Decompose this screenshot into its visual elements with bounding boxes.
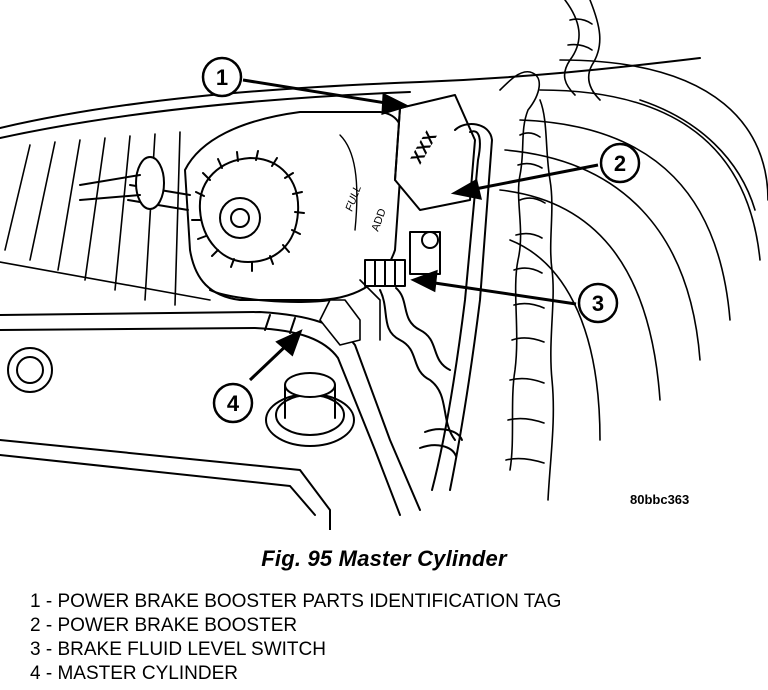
- identification-tag: [394, 94, 476, 211]
- cowl-louvers: [0, 131, 211, 306]
- leader-lines: [242, 78, 599, 382]
- callout-1: 1: [201, 56, 243, 98]
- fluid-level-switch: [364, 231, 456, 441]
- callout-4: 4: [212, 382, 254, 424]
- figure-caption: Fig. 95 Master Cylinder: [261, 546, 507, 571]
- arrowhead-4: [275, 329, 303, 357]
- leader-line-1: [242, 78, 393, 106]
- callout-3: 3: [577, 282, 619, 324]
- diagram-illustration: XXX FULL ADD 1 2 3 4: [0, 0, 768, 531]
- callout-number-2: 2: [614, 151, 626, 176]
- wiring-harness: [499, 0, 601, 501]
- callout-number-4: 4: [227, 391, 240, 416]
- lower-panel: [0, 311, 421, 531]
- diagram-svg: XXX FULL ADD 1 2 3 4: [0, 0, 768, 531]
- mounting-bracket: [319, 279, 381, 346]
- strut-tower: [499, 59, 768, 441]
- booster-hose: [419, 123, 493, 491]
- leader-line-2: [469, 163, 599, 192]
- hood-edge-inner: [0, 91, 411, 139]
- legend-item: 2 - POWER BRAKE BOOSTER: [30, 615, 298, 636]
- legend-item: 4 - MASTER CYLINDER: [30, 663, 238, 684]
- callout-2: 2: [599, 142, 641, 184]
- arrowhead-2: [450, 178, 482, 200]
- arrowhead-1: [381, 92, 411, 116]
- legend-item: 1 - POWER BRAKE BOOSTER PARTS IDENTIFICA…: [30, 591, 562, 612]
- figure-id: 80bbc363: [630, 492, 690, 507]
- callout-number-1: 1: [216, 65, 228, 90]
- legend-list: 1 - POWER BRAKE BOOSTER PARTS IDENTIFICA…: [30, 590, 561, 686]
- callout-number-3: 3: [592, 291, 604, 316]
- leader-line-3: [427, 280, 577, 306]
- panel-post: [265, 372, 355, 447]
- hood-edge: [0, 57, 701, 129]
- arrowhead-3: [410, 269, 438, 293]
- reservoir-cap: [191, 150, 305, 272]
- legend-item: 3 - BRAKE FLUID LEVEL SWITCH: [30, 639, 326, 660]
- booster-stud: [79, 156, 191, 211]
